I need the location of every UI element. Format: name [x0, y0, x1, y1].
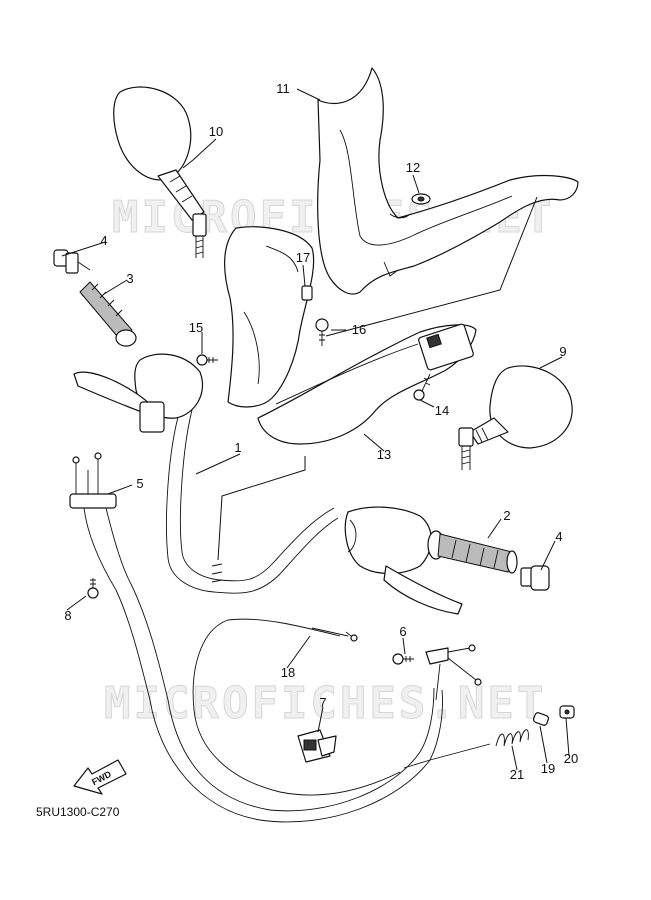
callout-16: 16 — [352, 322, 366, 337]
cable-bracket — [425, 644, 482, 701]
bar-end-4-right — [520, 565, 550, 591]
callout-15: 15 — [189, 320, 203, 335]
callout-20: 20 — [564, 751, 578, 766]
screw-8 — [87, 578, 99, 599]
callout-labels: 10 11 12 4 3 17 15 16 9 14 13 1 5 2 4 8 … — [64, 81, 578, 782]
watermark-bottom: MICROFICHES.NET — [104, 678, 546, 729]
callout-18: 18 — [281, 665, 295, 680]
right-grip-2 — [427, 530, 518, 574]
clip-12 — [411, 193, 431, 205]
cable-junction-5 — [69, 452, 169, 701]
screw-16 — [315, 318, 329, 346]
callout-10: 10 — [209, 124, 223, 139]
left-grip-3 — [79, 281, 137, 347]
leader-lines — [61, 88, 570, 771]
lower-handle-cover — [257, 323, 477, 445]
callout-4-right: 4 — [555, 529, 562, 544]
callout-11: 11 — [276, 81, 290, 96]
cable-18 — [192, 618, 401, 796]
callout-6: 6 — [399, 624, 406, 639]
callout-1: 1 — [234, 440, 241, 455]
screw-14 — [413, 373, 431, 401]
clip-17 — [301, 285, 313, 301]
left-mirror — [113, 86, 207, 258]
screw-6 — [392, 653, 414, 665]
handlebar-1 — [166, 409, 339, 594]
fwd-arrow-icon: FWD — [73, 759, 127, 795]
callout-3: 3 — [126, 271, 133, 286]
right-mirror — [458, 365, 573, 470]
callout-5: 5 — [136, 476, 143, 491]
callout-2: 2 — [503, 508, 510, 523]
bar-end-4-left — [53, 249, 91, 274]
inner-panel — [224, 226, 315, 408]
switch-7 — [297, 729, 337, 763]
callout-17: 17 — [296, 250, 310, 265]
diagram-code: 5RU1300-C270 — [36, 805, 120, 819]
callout-4-left: 4 — [100, 233, 107, 248]
callout-13: 13 — [377, 447, 391, 462]
upper-handle-cover — [317, 67, 579, 295]
callout-19: 19 — [541, 761, 555, 776]
cables-bundle — [149, 687, 491, 823]
callout-7: 7 — [319, 695, 326, 710]
fitting-19 — [532, 712, 550, 726]
screw-15 — [196, 354, 218, 366]
fitting-20 — [559, 705, 575, 719]
callout-14: 14 — [435, 403, 449, 418]
callout-8: 8 — [64, 608, 71, 623]
spring-21 — [495, 729, 529, 747]
callout-9: 9 — [559, 344, 566, 359]
right-lever-throttle — [344, 506, 463, 615]
left-lever-switch — [73, 353, 204, 433]
callout-21: 21 — [510, 767, 524, 782]
callout-12: 12 — [406, 160, 420, 175]
